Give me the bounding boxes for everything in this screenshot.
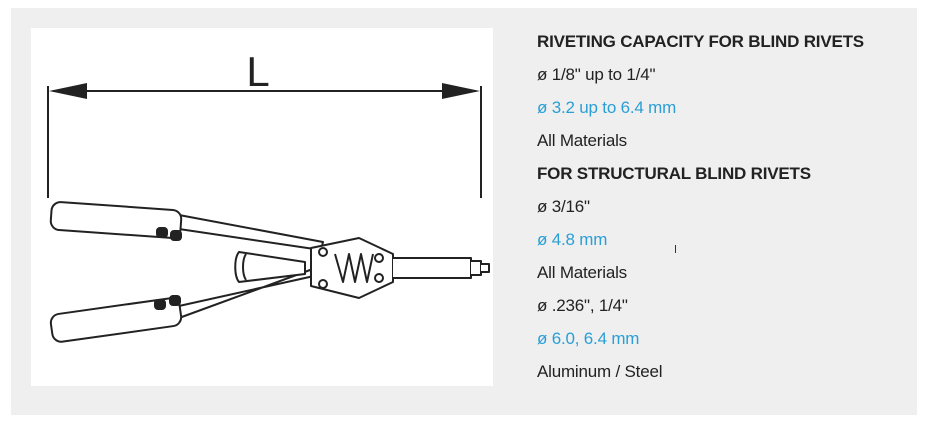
dimension-line <box>47 86 482 198</box>
product-card: L <box>11 8 917 415</box>
rivet-tool-svg: L <box>47 48 490 343</box>
riveting-specs: RIVETING CAPACITY FOR BLIND RIVETS ø 1/8… <box>537 32 907 395</box>
arrow-left-icon <box>49 83 87 99</box>
spec-extra-imperial: ø .236", 1/4" <box>537 296 628 315</box>
spec-materials: All Materials <box>537 131 627 150</box>
spec-extra-materials: Aluminum / Steel <box>537 362 663 381</box>
rivet-tool-icon <box>49 201 490 343</box>
spec-extra-metric: ø 6.0, 6.4 mm <box>537 329 640 348</box>
spec-structural-materials: All Materials <box>537 263 627 282</box>
spec-heading-structural: FOR STRUCTURAL BLIND RIVETS <box>537 164 811 183</box>
rivet-tool-drawing: L <box>31 28 493 386</box>
dimension-label: L <box>246 48 269 95</box>
arrow-right-icon <box>442 83 480 99</box>
spec-structural-imperial: ø 3/16" <box>537 197 590 216</box>
spec-structural-metric: ø 4.8 mm <box>537 230 608 249</box>
divider-tick <box>675 245 676 253</box>
spec-imperial-range: ø 1/8" up to 1/4" <box>537 65 656 84</box>
spec-metric-range: ø 3.2 up to 6.4 mm <box>537 98 677 117</box>
spec-heading-blind-rivets: RIVETING CAPACITY FOR BLIND RIVETS <box>537 32 864 51</box>
